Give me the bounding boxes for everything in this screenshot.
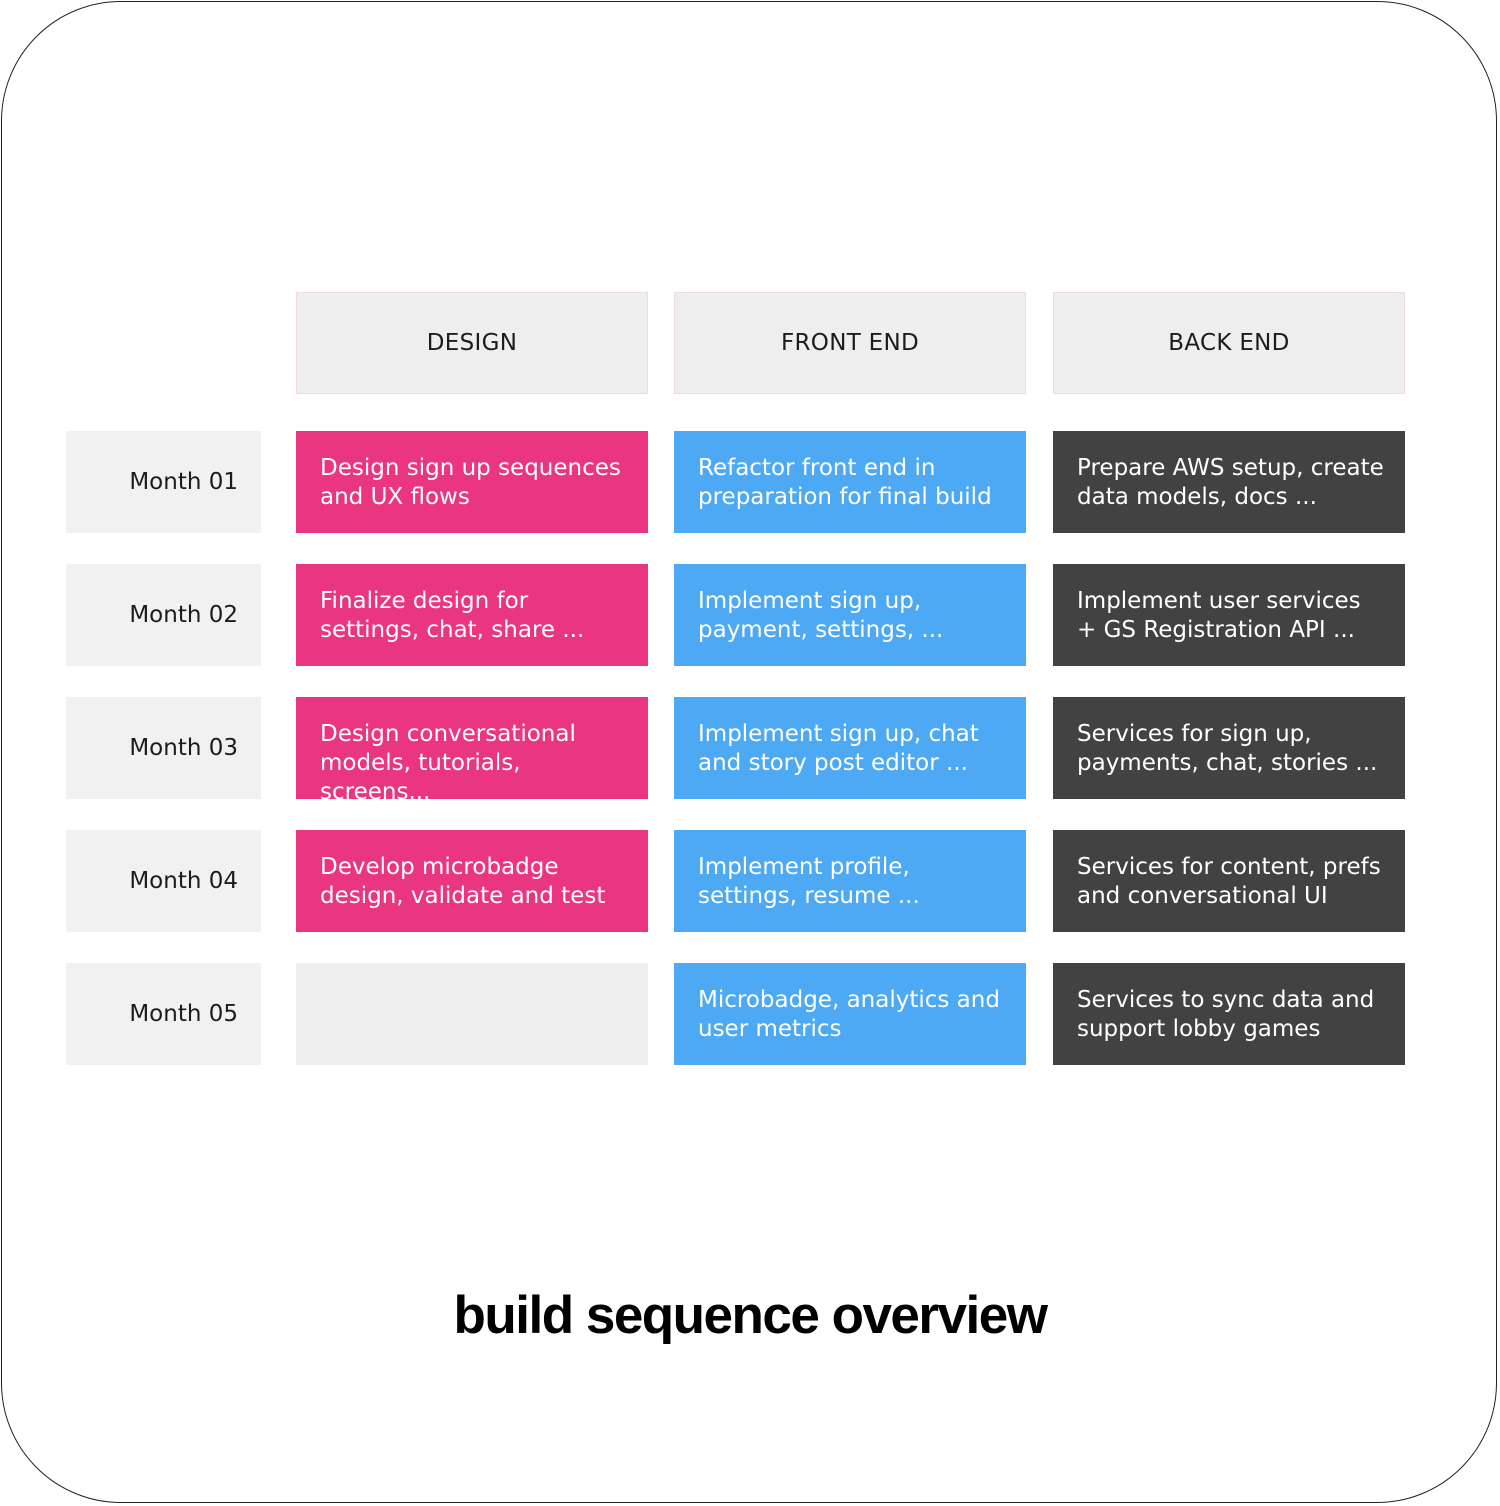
column-header-design: DESIGN (296, 292, 648, 394)
task-design-month-04: Develop microbadge design, validate and … (296, 830, 648, 932)
row-label-month-03: Month 03 (66, 697, 261, 799)
task-design-month-03: Design conversational models, tutorials,… (296, 697, 648, 799)
row-label-month-01: Month 01 (66, 431, 261, 533)
task-back-end-month-01: Prepare AWS setup, create data models, d… (1053, 431, 1405, 533)
task-front-end-month-02: Implement sign up, payment, settings, ..… (674, 564, 1026, 666)
task-front-end-month-01: Refactor front end in preparation for fi… (674, 431, 1026, 533)
diagram-title: build sequence overview (453, 1286, 1048, 1345)
task-design-month-02: Finalize design for settings, chat, shar… (296, 564, 648, 666)
row-label-month-05: Month 05 (66, 963, 261, 1065)
column-header-front-end: FRONT END (674, 292, 1026, 394)
row-label-month-02: Month 02 (66, 564, 261, 666)
task-design-month-01: Design sign up sequences and UX flows (296, 431, 648, 533)
row-label-month-04: Month 04 (66, 830, 261, 932)
task-back-end-month-03: Services for sign up, payments, chat, st… (1053, 697, 1405, 799)
task-front-end-month-05: Microbadge, analytics and user metrics (674, 963, 1026, 1065)
task-back-end-month-02: Implement user services + GS Registratio… (1053, 564, 1405, 666)
task-back-end-month-05: Services to sync data and support lobby … (1053, 963, 1405, 1065)
task-design-month-05-empty (296, 963, 648, 1065)
task-back-end-month-04: Services for content, prefs and conversa… (1053, 830, 1405, 932)
task-front-end-month-03: Implement sign up, chat and story post e… (674, 697, 1026, 799)
task-front-end-month-04: Implement profile, settings, resume ... (674, 830, 1026, 932)
column-header-back-end: BACK END (1053, 292, 1405, 394)
